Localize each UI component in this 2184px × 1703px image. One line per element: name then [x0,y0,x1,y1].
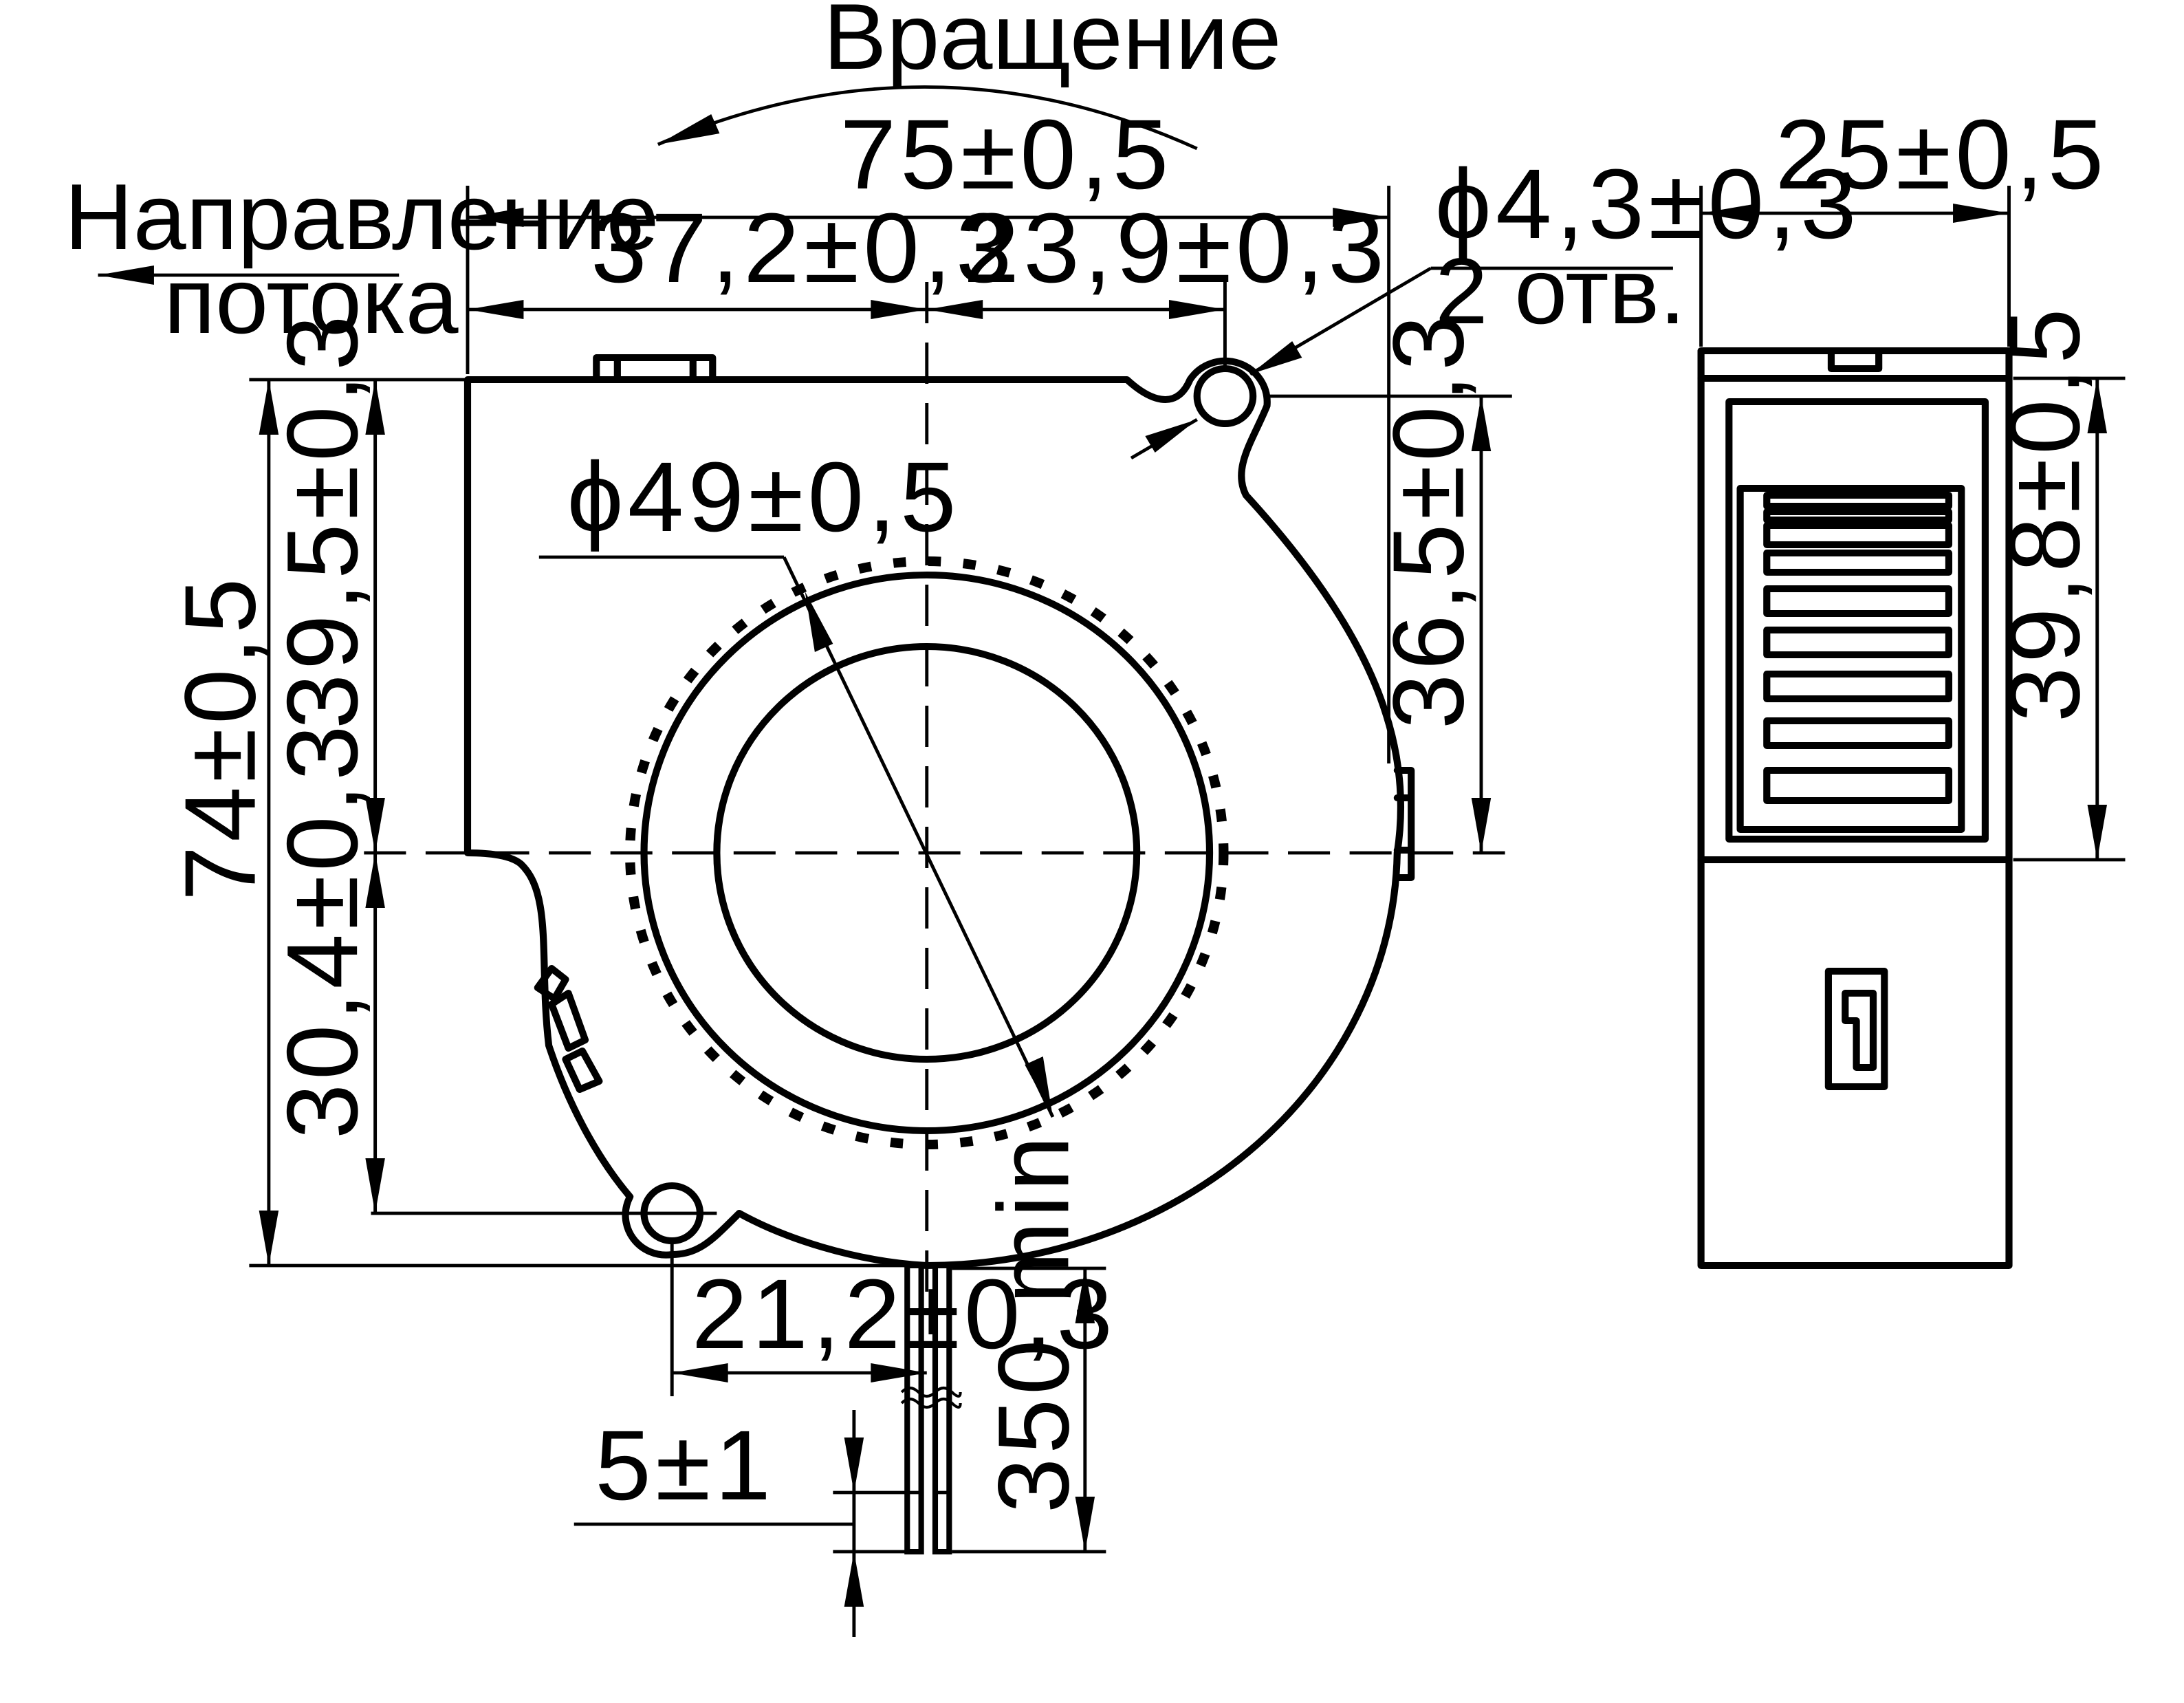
side-outlet [1725,398,1989,843]
flow-label-line1: Направление [65,165,659,270]
annotations: Вращение Направление потока 75±0,5 37,2±… [65,0,2108,1521]
holes-count-label: 2 отв. [1435,239,1686,344]
dim-side-top-to-center: 39,8±0,5 [1987,305,2100,722]
left-clip [534,965,603,1093]
right-tab [1393,767,1415,881]
dim-depth: 25±0,5 [1776,98,2108,210]
dim-hole-to-center-right: 36,5±0,3 [1371,312,1484,729]
dim-hub-to-hole: 23,9±0,3 [963,192,1388,303]
grille-slots [1763,492,1953,804]
top-tab [593,354,717,383]
side-view [1697,347,2013,1269]
dim-hub-to-left: 37,2±0,3 [591,192,1016,303]
dim-top-to-center: 39,5±0,3 [265,312,378,729]
dim-lower-hole-to-wire: 21,2±0,3 [692,1258,1117,1369]
dim-center-to-hole: 30,4±0,3 [265,722,378,1139]
dim-strip-length: 5±1 [595,1409,775,1521]
side-clip [1824,968,1888,1090]
flow-label-line2: потока [164,249,459,354]
housing-outline [463,357,1404,1269]
dim-impeller-diameter: ϕ49±0,5 [567,441,961,552]
side-body [1697,347,2013,1269]
rotation-label: Вращение [823,0,1281,89]
dimension-lines [98,85,2126,1637]
wire-2 [932,1263,952,1554]
upper-mounting-hole [1193,365,1257,427]
dim-overall-width: 75±0,5 [840,98,1173,210]
dim-overall-height: 74±0,5 [163,574,276,901]
outlet-grille [1736,485,1965,833]
dim-wire-length: 350 min [976,1132,1089,1513]
dim-hole-diameter: ϕ4,3±0,3 [1435,148,1861,259]
